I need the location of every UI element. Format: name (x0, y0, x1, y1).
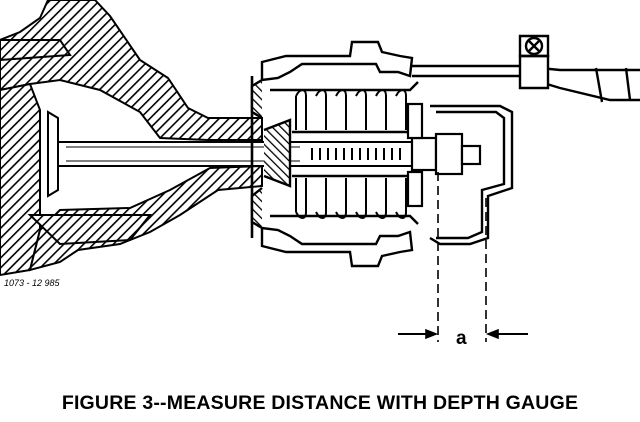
tube-end-2 (624, 67, 632, 101)
dimension-a (398, 172, 528, 342)
vacuum-line (412, 34, 640, 246)
return-spring-upper (292, 89, 412, 134)
diaphragm-plates (263, 81, 419, 225)
housing-casting (0, 0, 263, 277)
mounting-bracket (518, 54, 550, 90)
can-bottom-flange (250, 187, 263, 230)
stem-end (460, 144, 482, 166)
return-spring-lower (292, 174, 412, 219)
lock-nut (434, 132, 464, 176)
stem-thread (311, 148, 401, 160)
diaphragm-housing (250, 40, 414, 268)
housing-left-body (0, 82, 41, 277)
valve-head (47, 110, 59, 198)
valve-stem (47, 110, 439, 198)
housing-bottom-block (27, 214, 153, 246)
tube-end (594, 67, 604, 103)
housing-shell-lower (260, 226, 414, 268)
housing-upper (0, 0, 263, 141)
part-number: 1073 - 12 985 (4, 278, 61, 288)
bracket-tab (518, 34, 550, 58)
housing-shell-upper (260, 40, 414, 82)
housing-top-block (0, 39, 72, 62)
dimension-label: a (456, 328, 467, 349)
adjusting-nut (410, 132, 482, 176)
valve-stem-shaft (57, 141, 439, 167)
outer-cover (429, 104, 514, 246)
can-top-flange (250, 78, 263, 120)
figure-caption: FIGURE 3--MEASURE DISTANCE WITH DEPTH GA… (61, 392, 579, 414)
spring-seat (406, 102, 424, 208)
